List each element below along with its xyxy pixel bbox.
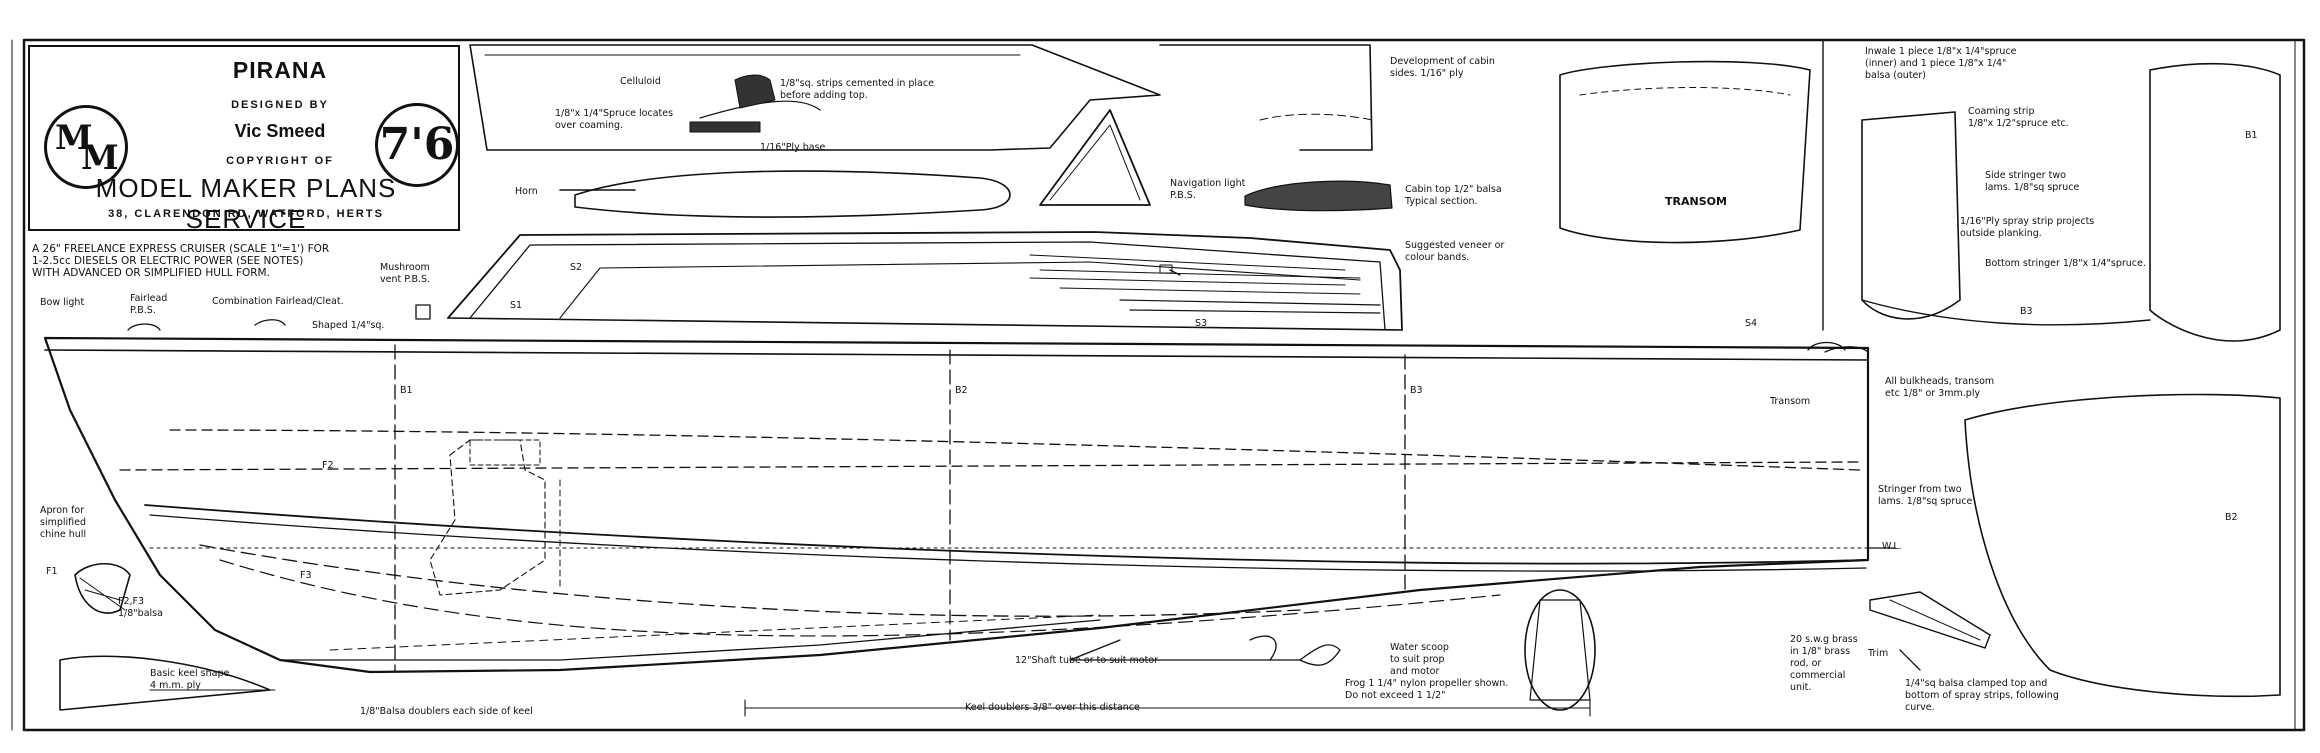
transom-part — [1559, 60, 1811, 244]
label-transom-part: TRANSOM — [1665, 195, 1727, 208]
label-transom-side: Transom — [1770, 396, 1811, 407]
label-f1: F1 — [46, 566, 58, 577]
designed-by-label: DESIGNED BY — [231, 99, 329, 111]
label-apron: Apron for simplified chine hull — [40, 505, 87, 540]
label-horn: Horn — [515, 186, 538, 197]
publisher-name: MODEL MAKER PLANS SERVICE — [95, 173, 397, 234]
label-f2: F2 — [322, 460, 334, 471]
label-part-b1: B1 — [2245, 130, 2258, 141]
label-veneer: Suggested veneer or colour bands. — [1405, 240, 1505, 263]
label-spruce-locates: 1/8"x 1/4"Spruce locates over coaming. — [555, 108, 674, 131]
label-b1: B1 — [400, 385, 413, 396]
cabin-development — [469, 44, 1373, 151]
label-f3: F3 — [300, 570, 312, 581]
label-s2: S2 — [570, 262, 583, 273]
price-badge: 7'6 — [375, 103, 459, 187]
label-navigation-light: Navigation light P.B.S. — [1170, 178, 1246, 201]
label-shaped-sq: Shaped 1/4"sq. — [312, 320, 385, 331]
label-cabin-top: Cabin top 1/2" balsa Typical section. — [1405, 184, 1502, 207]
designer-name: Vic Smeed — [234, 121, 326, 141]
label-f2f3: F2,F3 1/8"balsa — [118, 596, 163, 619]
label-brass-rod: 20 s.w.g brass in 1/8" brass rod, or com… — [1790, 634, 1858, 693]
cabin-top-section — [1244, 180, 1393, 212]
bulkhead-b3-part — [1861, 111, 1961, 320]
bulkhead-b1-part — [2149, 62, 2281, 342]
label-water-scoop: Water scoop to suit prop and motor — [1390, 642, 1449, 677]
label-inwale: Inwale 1 piece 1/8"x 1/4"spruce (inner) … — [1865, 46, 2017, 81]
copyright-label: COPYRIGHT OF — [226, 155, 334, 167]
label-s3: S3 — [1195, 318, 1208, 329]
propeller-assembly — [1069, 589, 1596, 711]
label-trim: Trim — [1868, 648, 1889, 659]
label-b3: B3 — [1410, 385, 1423, 396]
label-wl: W.L. — [1882, 541, 1902, 552]
label-b2: B2 — [955, 385, 968, 396]
label-ply-spray: 1/16"Ply spray strip projects outside pl… — [1960, 216, 2095, 239]
label-ply-base: 1/16"Ply base — [760, 142, 826, 153]
plan-title: PIRANA — [232, 57, 328, 83]
mm-logo: M M — [44, 105, 128, 189]
keel-shape — [59, 655, 271, 711]
spray-strip-detail — [1869, 591, 1991, 671]
label-celluloid: Celluloid — [620, 76, 661, 87]
sheet-border — [22, 38, 2306, 732]
label-spray-strips: 1/4"sq balsa clamped top and bottom of s… — [1905, 678, 2059, 713]
label-s1: S1 — [510, 300, 523, 311]
publisher-address: 38, CLARENDON RD, WATFORD, HERTS — [108, 208, 384, 220]
label-bottom-stringer: Bottom stringer 1/8"x 1/4"spruce. — [1985, 258, 2146, 269]
label-stringer-from: Stringer from two lams. 1/8"sq spruce — [1878, 484, 1973, 507]
hull-side-view — [43, 336, 1896, 674]
label-basic-keel: Basic keel shape 4 m.m. ply — [150, 668, 230, 691]
label-balsa-doublers: 1/8"Balsa doublers each side of keel — [360, 706, 533, 717]
cabin-side-view — [127, 109, 1846, 351]
label-mushroom-vent: Mushroom vent P.B.S. — [380, 262, 431, 285]
label-keel-doublers: Keel doublers 3/8" over this distance — [965, 702, 1140, 713]
label-strips-cemented: 1/8"sq. strips cemented in place before … — [780, 78, 934, 101]
bulkhead-b2-part — [1964, 393, 2281, 698]
title-block: M M PIRANA DESIGNED BY Vic Smeed COPYRIG… — [28, 45, 460, 234]
label-shaft-tube: 12"Shaft tube or to suit motor — [1015, 655, 1159, 666]
label-frog-prop: Frog 1 1/4" nylon propeller shown. Do no… — [1345, 678, 1509, 701]
label-development: Development of cabin sides. 1/16" ply — [1390, 56, 1495, 79]
label-part-b3: B3 — [2020, 306, 2033, 317]
label-s4: S4 — [1745, 318, 1758, 329]
label-part-b2: B2 — [2225, 512, 2238, 523]
frame-f1 — [74, 563, 131, 614]
label-side-stringer: Side stringer two lams. 1/8"sq spruce — [1985, 170, 2080, 193]
label-coaming-strip: Coaming strip 1/8"x 1/2"spruce etc. — [1968, 106, 2069, 129]
label-combination-fairlead: Combination Fairlead/Cleat. — [212, 296, 344, 307]
plan-description: A 26" FREELANCE EXPRESS CRUISER (SCALE 1… — [32, 243, 330, 279]
label-bulkheads: All bulkheads, transom etc 1/8" or 3mm.p… — [1885, 376, 1995, 399]
label-bow-light: Bow light — [40, 297, 85, 308]
label-fairlead: Fairlead P.B.S. — [130, 293, 168, 316]
